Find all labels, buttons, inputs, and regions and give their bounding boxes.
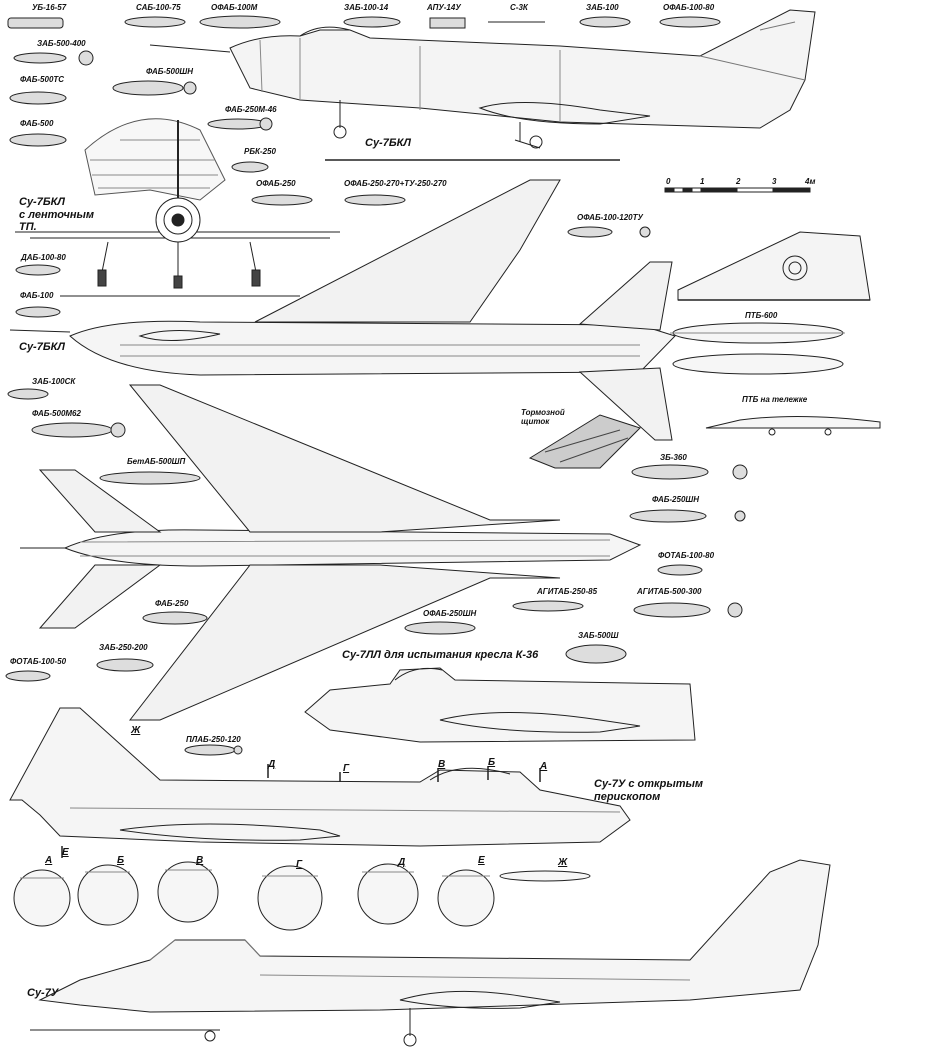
title-su7ll: Су-7ЛЛ для испытания кресла К-36 xyxy=(342,649,539,661)
label-rbk-250: РБК-250 xyxy=(244,147,276,156)
label-ptb-cart: ПТБ на тележке xyxy=(742,395,808,404)
detail-views xyxy=(528,231,881,469)
cross-sections xyxy=(13,861,591,931)
label-fab-500: ФАБ-500 xyxy=(20,119,54,128)
label-ofab-100-120tu: ОФАБ-100-120ТУ xyxy=(577,213,643,222)
label-zab-500sh: ЗАБ-500Ш xyxy=(578,631,619,640)
section-mark-a: А xyxy=(540,761,548,772)
label-betab-500shp: БетАБ-500ШП xyxy=(127,457,186,466)
label-dab-100-80: ДАБ-100-80 xyxy=(21,253,66,262)
section-label-d: Д xyxy=(398,857,406,868)
section-mark-d: Д xyxy=(268,759,276,770)
label-fab-250shn: ФАБ-250ШН xyxy=(652,495,700,504)
label-ub-16-57: УБ-16-57 xyxy=(32,3,67,12)
label-ofab-250shn: ОФАБ-250ШН xyxy=(423,609,477,618)
plan-view-lower xyxy=(20,384,642,721)
scale-tick-3: 3 xyxy=(772,177,777,186)
label-zab-100sk: ЗАБ-100СК xyxy=(32,377,76,386)
label-ofab-250: ОФАБ-250 xyxy=(256,179,296,188)
label-fab-500shn: ФАБ-500ШН xyxy=(146,67,194,76)
plan-view-su7bkl xyxy=(9,179,676,441)
side-view-su7bkl xyxy=(149,9,816,161)
title-su7bkl-plan: Су-7БКЛ xyxy=(19,341,65,353)
section-label-v: В xyxy=(196,855,204,866)
label-apu-14u: АПУ-14У xyxy=(427,3,461,12)
section-label-e: Е xyxy=(478,855,485,866)
label-fab-100: ФАБ-100 xyxy=(20,291,54,300)
label-zab-100-14: ЗАБ-100-14 xyxy=(344,3,389,12)
section-label-g: Г xyxy=(296,859,303,870)
label-sab-100-75: САБ-100-75 xyxy=(136,3,181,12)
label-ptb-600: ПТБ-600 xyxy=(745,311,778,320)
label-fab-250m-46: ФАБ-250М-46 xyxy=(225,105,277,114)
label-s-3k: С-3К xyxy=(510,3,528,12)
label-agitab-250-85: АГИТАБ-250-85 xyxy=(537,587,598,596)
section-label-a: А xyxy=(45,855,53,866)
label-ofab-100m: ОФАБ-100М xyxy=(211,3,258,12)
label-zb-360: ЗБ-360 xyxy=(660,453,687,462)
weapons-glyphs xyxy=(5,15,748,756)
label-ofab-250-270: ОФАБ-250-270+ТУ-250-270 xyxy=(344,179,447,188)
label-zab-250-200: ЗАБ-250-200 xyxy=(99,643,148,652)
title-su7bkl-side: Су-7БКЛ xyxy=(365,137,411,149)
section-mark-b: Б xyxy=(488,757,496,768)
section-mark-e: Е xyxy=(62,847,69,858)
section-label-zh: Ж xyxy=(558,857,568,868)
section-mark-v: В xyxy=(438,759,446,770)
scale-tick-4: 4м xyxy=(805,177,816,186)
scale-tick-0: 0 xyxy=(666,177,671,186)
scale-tick-2: 2 xyxy=(736,177,741,186)
side-view-su7u-periscope xyxy=(9,707,631,858)
side-view-su7u xyxy=(30,859,831,1047)
label-agitab-500-300: АГИТАБ-500-300 xyxy=(637,587,702,596)
section-label-b: Б xyxy=(117,855,125,866)
label-fotab-100-50: ФОТАБ-100-50 xyxy=(10,657,67,666)
front-view xyxy=(15,118,340,297)
label-fab-500m62: ФАБ-500М62 xyxy=(32,409,81,418)
label-fotab-100-80: ФОТАБ-100-80 xyxy=(658,551,715,560)
scale-tick-1: 1 xyxy=(700,177,705,186)
section-mark-g: Г xyxy=(343,763,350,774)
scale-bar xyxy=(664,187,811,193)
label-airbrake: Тормозной щиток xyxy=(521,408,565,427)
section-mark-zh: Ж xyxy=(131,725,141,736)
title-su7bkl-front: Су-7БКЛ с ленточным ТП. xyxy=(19,196,95,234)
label-fab-500ts: ФАБ-500ТС xyxy=(20,75,65,84)
label-fab-250: ФАБ-250 xyxy=(155,599,189,608)
title-su7u-periscope: Су-7У с открытым перископом xyxy=(594,778,704,803)
side-view-su7ll xyxy=(304,667,696,743)
label-zab-500-400: ЗАБ-500-400 xyxy=(37,39,86,48)
title-su7u: Су-7У xyxy=(27,987,59,999)
label-plab-250-120: ПЛАБ-250-120 xyxy=(186,735,241,744)
label-zab-100: ЗАБ-100 xyxy=(586,3,619,12)
label-ofab-100-80: ОФАБ-100-80 xyxy=(663,3,715,12)
